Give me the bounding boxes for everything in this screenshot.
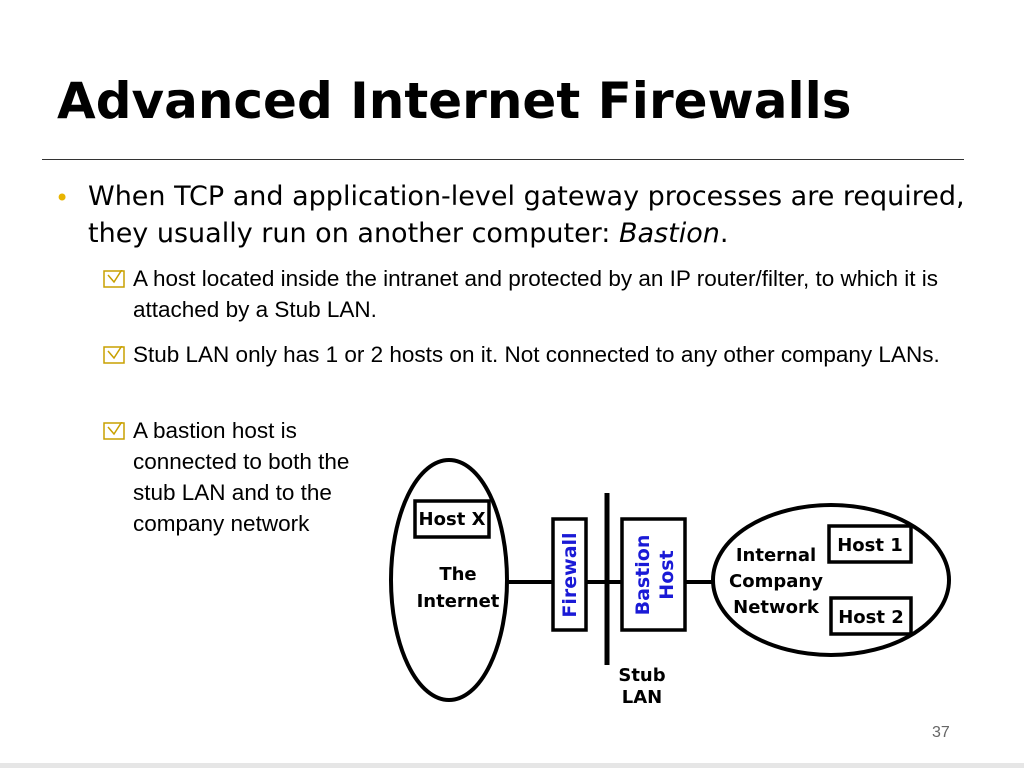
main-bullet-text-before: When TCP and application-level gateway p…	[88, 181, 965, 249]
footer-bar	[0, 763, 1024, 768]
company-label-line2: Company	[729, 571, 823, 592]
firewall-label: Firewall	[559, 532, 581, 617]
stub-lan-label-line1: Stub	[618, 665, 665, 686]
host-x-label: Host X	[419, 509, 486, 530]
host-x-box	[413, 499, 491, 539]
checkbox-check-icon	[103, 270, 125, 288]
host-1-box	[827, 524, 913, 564]
internet-label-line2: Internet	[417, 591, 500, 612]
company-label-line3: Network	[733, 597, 820, 618]
bastion-host-box	[620, 517, 687, 632]
bastion-label-line2: Host	[656, 550, 678, 599]
host-1-label: Host 1	[837, 535, 903, 556]
host-2-label: Host 2	[838, 607, 904, 628]
main-bullet-emphasis: Bastion	[618, 218, 720, 249]
bastion-label-line1: Bastion	[632, 535, 654, 616]
bullet-dot-icon: •	[55, 184, 70, 212]
checkbox-check-icon	[103, 422, 125, 440]
page-title: Advanced Internet Firewalls	[57, 72, 852, 130]
firewall-box	[551, 517, 588, 632]
title-divider	[42, 159, 964, 160]
host-2-box	[829, 596, 913, 636]
sub-bullet-3: A bastion host is connected to both the …	[133, 418, 350, 536]
stub-lan-label-line2: LAN	[622, 687, 662, 708]
sub-bullet-2: Stub LAN only has 1 or 2 hosts on it. No…	[133, 342, 940, 367]
company-label-line1: Internal	[736, 545, 816, 566]
internet-label-line1: The	[439, 564, 476, 585]
main-bullet-text: When TCP and application-level gateway p…	[88, 178, 968, 252]
page-number: 37	[932, 724, 950, 741]
main-bullet-text-after: .	[719, 218, 729, 249]
network-diagram: Host X The Internet Firewall Stub LAN Ba…	[389, 458, 951, 708]
checkbox-check-icon	[103, 346, 125, 364]
sub-bullet-1: A host located inside the intranet and p…	[133, 266, 939, 322]
